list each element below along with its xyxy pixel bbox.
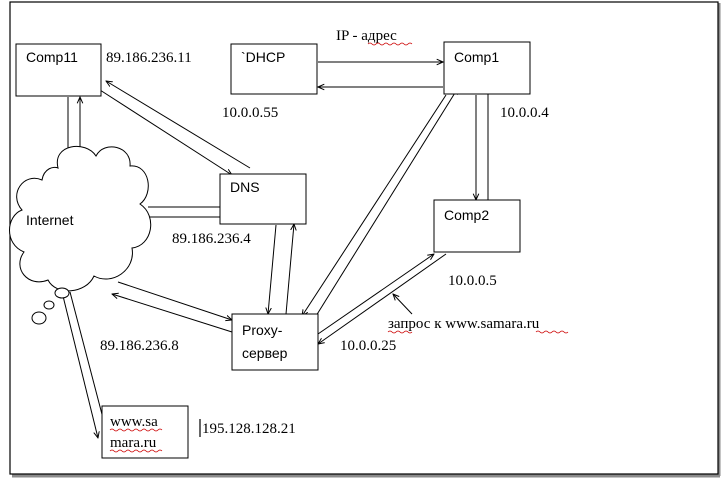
cloud-outline-icon <box>9 146 152 292</box>
comp1-ip: 10.0.0.4 <box>500 105 549 121</box>
comp11-label: Comp11 <box>26 49 78 65</box>
node-www: www.sa mara.ru <box>101 405 189 459</box>
dns-box <box>219 173 307 225</box>
comp2-ip: 10.0.0.5 <box>448 273 497 289</box>
node-comp2: Comp2 <box>433 199 521 253</box>
node-dhcp: `DHCP <box>230 43 318 95</box>
comp2-box <box>433 199 521 253</box>
spell-underline-request2 <box>535 330 569 334</box>
dns-ip: 89.186.236.4 <box>172 231 251 247</box>
dhcp-label: `DHCP <box>241 49 285 65</box>
arrow-comp1-to-proxy <box>302 94 447 316</box>
arrow-proxy-to-comp2 <box>317 254 434 335</box>
node-comp1: Comp1 <box>443 41 531 95</box>
internet-ip: 89.186.236.8 <box>100 338 179 354</box>
spell-underline-ip <box>367 42 413 46</box>
www-label-line2: mara.ru <box>110 435 157 451</box>
arrow-internet-to-www <box>61 291 98 438</box>
spell-underline-www2 <box>109 449 163 453</box>
cloud-bubble-small-icon <box>31 311 47 325</box>
spell-underline-request1 <box>387 330 413 334</box>
cloud-bubble-medium-icon <box>43 300 55 310</box>
comp2-label: Comp2 <box>444 207 489 223</box>
internet-cloud: Internet <box>9 146 152 325</box>
arrow-proxy-to-internet <box>112 294 233 333</box>
node-comp11: Comp11 <box>15 43 102 97</box>
comp1-box <box>443 41 531 95</box>
cloud-bubble-large-icon <box>54 287 70 299</box>
proxy-box <box>231 313 319 371</box>
arrow-dns-to-proxy <box>268 224 277 314</box>
proxy-label-line1: Proxy- <box>242 322 283 338</box>
dhcp-box <box>230 43 318 95</box>
dhcp-ip: 10.0.0.55 <box>222 105 278 121</box>
arrow-proxy-to-dns <box>285 224 294 315</box>
ip-address-annotation: IP - адрес <box>336 28 397 44</box>
comp1-label: Comp1 <box>454 49 499 65</box>
arrow-internet-to-proxy <box>117 281 232 320</box>
node-proxy: Proxy- сервер <box>231 313 319 371</box>
line-www-to-internet <box>69 291 105 423</box>
arrow-comp2-to-proxy <box>318 253 447 344</box>
outer-frame <box>9 1 719 475</box>
arrow-request-annotation <box>393 294 413 315</box>
www-label-line1: www.sa <box>110 414 158 430</box>
request-annotation: запрос к www.samara.ru <box>388 316 540 332</box>
proxy-ip: 10.0.0.25 <box>340 338 396 354</box>
proxy-label-line2: сервер <box>242 345 288 361</box>
spell-underline-www1 <box>109 428 163 432</box>
dns-label: DNS <box>230 179 260 195</box>
arrow-dns-to-comp11 <box>106 81 251 169</box>
internet-label: Internet <box>26 212 74 228</box>
www-ip: 195.128.128.21 <box>202 421 296 437</box>
arrow-comp11-to-dns <box>99 89 232 175</box>
www-box <box>101 405 189 459</box>
comp11-box <box>15 43 102 97</box>
node-dns: DNS <box>219 173 307 225</box>
arrow-proxy-to-comp1 <box>315 88 458 317</box>
comp11-ip: 89.186.236.11 <box>106 50 192 66</box>
